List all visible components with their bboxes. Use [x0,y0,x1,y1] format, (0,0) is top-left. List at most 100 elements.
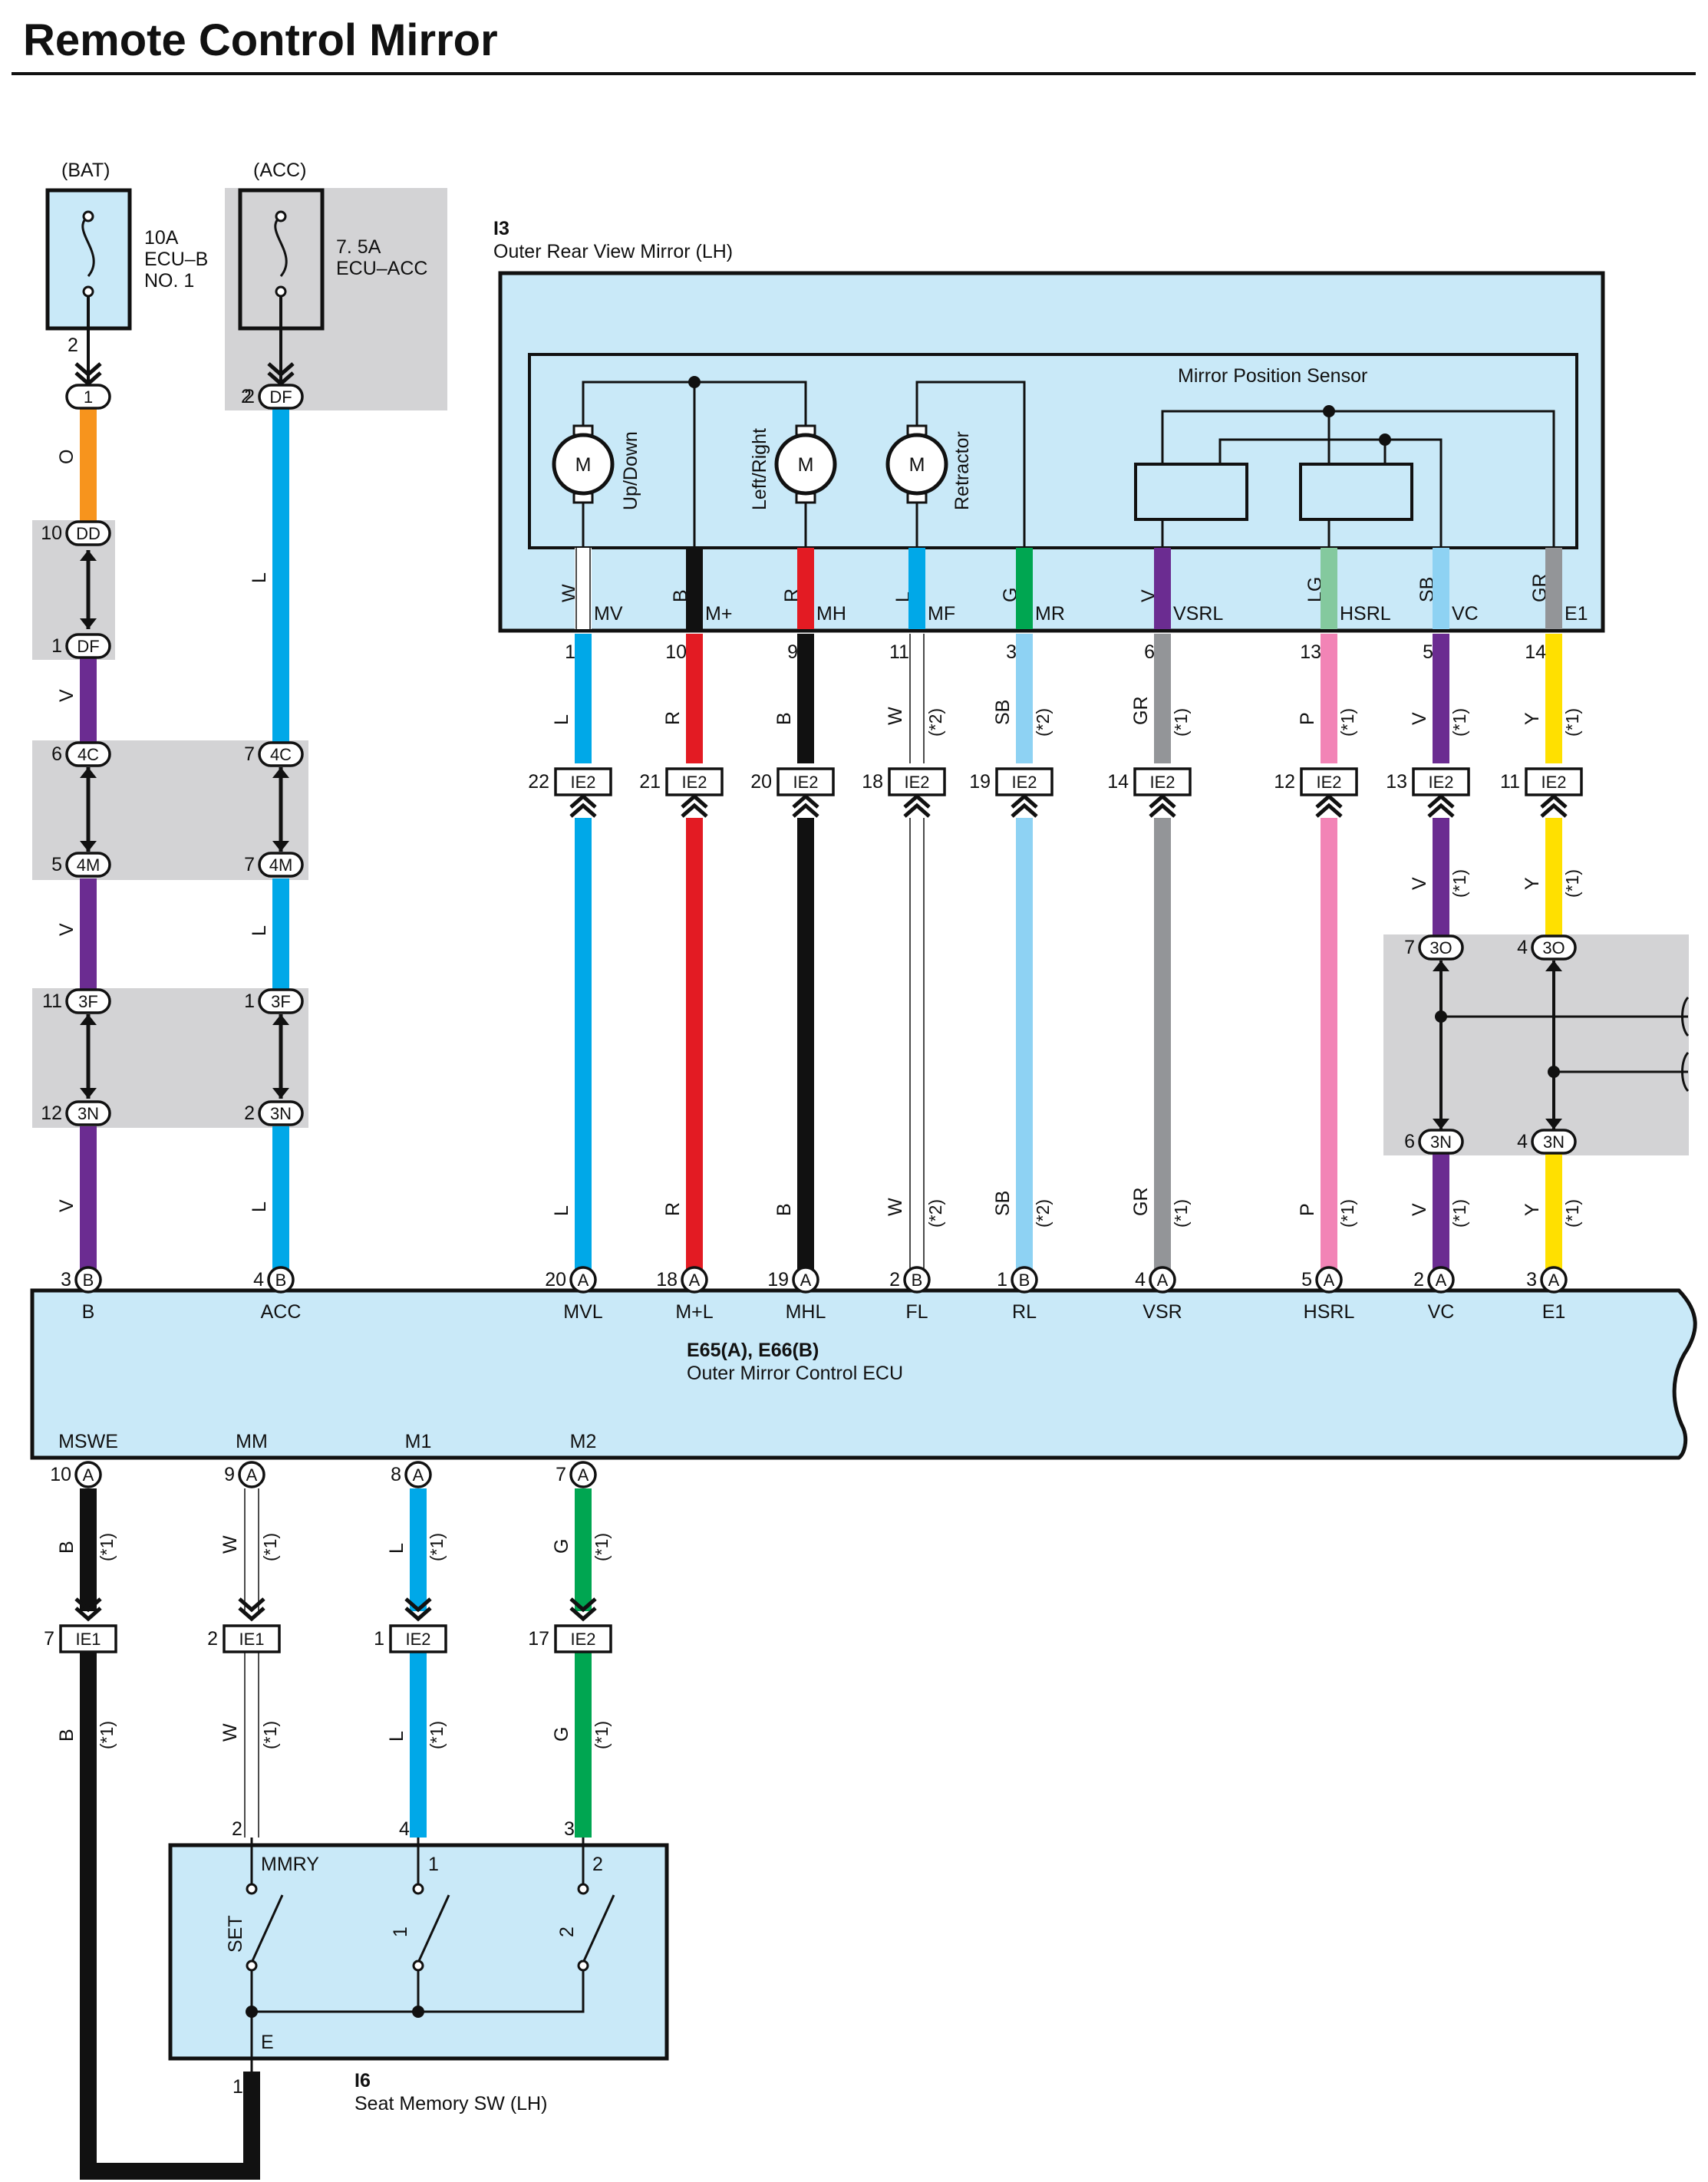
connector-4M: 4M5 [51,852,111,878]
ecu-terminal-RL: B1 [997,1266,1038,1294]
connectors-layer: 1DD10DF14C64M53F113N12DF24C74M73F13N2OVV… [41,362,1690,1749]
connector-box [223,1624,281,1653]
wire-color-label: P [1297,1203,1318,1216]
wire-upper [908,634,925,763]
connector-box [389,1624,447,1653]
connector-label: IE2 [681,773,707,792]
fuse-pin: 2 [241,386,252,407]
terminal-pin: 6 [1144,641,1155,663]
connector-pin: 18 [862,771,883,793]
wire-color-label: O [56,450,77,464]
arrow-up [681,793,708,809]
terminal-circle [681,1266,708,1294]
connector-box [777,767,835,796]
wire-color-label: L [249,1201,270,1212]
arrow-up [1149,803,1176,818]
arrow-down [404,1597,432,1613]
connector-pin: 12 [41,1103,62,1124]
junction-arrow-head [80,767,97,778]
connector-box [1300,767,1358,796]
terminal-pin: 1 [565,641,575,663]
wire-color-label: R [662,711,684,725]
mirror-sensor-label: Mirror Position Sensor [1178,365,1367,387]
terminal-name: MH [816,603,846,625]
wire-color-label: GR [1130,697,1152,726]
fuse-icon [81,215,95,277]
terminal-name: HSRL [1340,603,1391,625]
junction-arrow-head [272,1088,289,1099]
connector-label: 4C [270,745,292,764]
mirror-stub-MV [575,548,592,629]
terminal-letter: A [578,1465,589,1485]
connector-label: IE2 [1541,773,1566,792]
terminal-pin: 19 [767,1269,789,1290]
wire-note: (*1) [592,1721,612,1749]
junction-arrow-head [80,618,97,629]
terminal-letter: B [83,1271,94,1290]
break-mark [1681,1051,1690,1093]
junction-box-3o-3n [1383,934,1689,1155]
ecu-terminal-name: MM [236,1431,268,1452]
fuse-name: ECU–ACC [336,258,427,279]
wire-color-label: SB [992,1191,1014,1216]
terminal-circle [903,1266,931,1294]
connector-box [554,1624,612,1653]
wire-color-label: L [249,572,270,583]
ecu-name: Outer Mirror Control ECU [687,1363,903,1384]
terminal-letter: A [1548,1271,1560,1290]
svg-text:Retractor: Retractor [951,431,973,510]
junction-arrow-head [80,841,97,852]
wire-note: (*1) [1449,708,1469,737]
terminal-name: VSRL [1173,603,1223,625]
arrow-up [1540,803,1568,818]
connector-box [554,767,612,796]
arrow-up [903,793,931,809]
connector-pin: 6 [51,743,62,765]
arrow-up [792,793,819,809]
connector-label: 3F [78,992,98,1011]
connector-pin: 4 [1517,1131,1528,1152]
terminal-letter: A [578,1271,589,1290]
ecu-terminal-MM: A9 [224,1461,265,1488]
arrow-head [1433,1119,1449,1129]
ecu-terminal-M1: A8 [391,1461,432,1488]
wire-note: (*1) [1337,708,1357,737]
arrow-head [1545,961,1562,971]
arrow-up [1011,793,1038,809]
junction-arrow-head [272,767,289,778]
switch-pin-mmry: 2 [232,1818,242,1840]
fuse-pin: 2 [68,335,78,356]
terminal-pin: 5 [1423,641,1433,663]
connector-pin: 13 [1386,771,1407,793]
terminal-letter: A [800,1271,812,1290]
wire-color-label: GR [1130,1188,1152,1217]
wire-color-label: L [386,1731,407,1742]
connector-label: IE2 [904,773,929,792]
ecu-terminal-name: FL [905,1301,928,1323]
connector-3n: 3N4 [1517,1129,1577,1155]
terminal-letter: A [1157,1271,1169,1290]
terminal-1: 1 [428,1854,439,1875]
wire-color-label: V [1409,712,1430,725]
terminal-name: VC [1452,603,1479,625]
ecu-terminal-name: RL [1012,1301,1037,1323]
ecu-terminal-name: MSWE [58,1431,118,1452]
connector-3o: 3O4 [1517,934,1577,961]
connector-3F: 3F1 [244,988,304,1014]
arrow-up [1149,793,1176,809]
connector-pin: 11 [1500,771,1520,793]
arrow-up [569,793,597,809]
terminal-circle [404,1461,432,1488]
connector-oval [1418,1129,1464,1155]
switch-pin-1: 4 [399,1818,410,1840]
connector-label: IE2 [1011,773,1037,792]
connector-label: IE2 [570,1630,595,1649]
connector-label: 3N [1430,1132,1452,1152]
connector-oval [1531,934,1577,961]
